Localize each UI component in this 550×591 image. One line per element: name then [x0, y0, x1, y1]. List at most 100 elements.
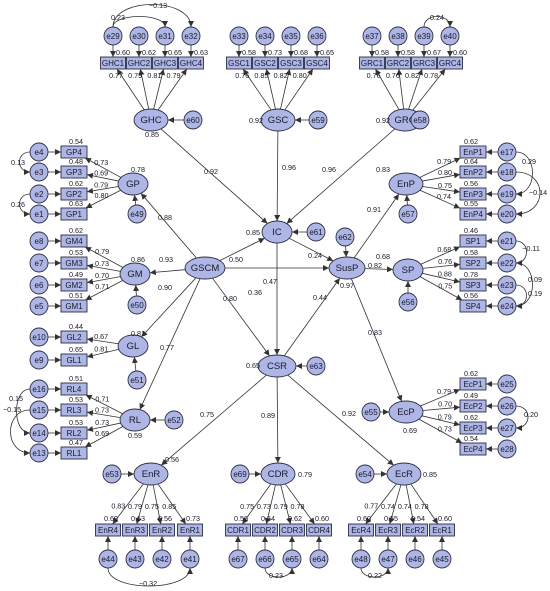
path-gscm-to-ic [219, 237, 265, 261]
node-cdr: CDR [260, 462, 296, 486]
node-label: SP1 [465, 237, 481, 246]
loading-path-enp3 [422, 186, 461, 195]
error-term-circle [29, 296, 49, 316]
node-enp4: EnP4 [459, 207, 487, 221]
loading-path-gm3 [86, 263, 121, 272]
indicator-box [304, 56, 330, 70]
indicator-box [178, 56, 204, 70]
node-gm2: GM2 [60, 278, 88, 292]
path-gsc-to-ic [274, 130, 281, 222]
error-term-circle [306, 356, 326, 376]
node-label: GSCM [191, 263, 220, 274]
loading-path-enp1 [419, 157, 461, 178]
node-e20: e20 [497, 204, 517, 224]
loading-path-sp4 [419, 276, 463, 301]
indicator-r-squared: 0.56 [234, 514, 248, 523]
factor-loading: 0.79 [94, 180, 108, 189]
indicator-r-squared: 0.65 [320, 48, 334, 57]
node-label: e64 [312, 555, 326, 564]
indicator-r-squared: 0.51 [69, 374, 83, 383]
node-label: e56 [401, 298, 415, 307]
node-label: e20 [500, 210, 514, 219]
node-gsc3: GSC3 [278, 56, 304, 70]
node-label: GRC2 [387, 59, 410, 68]
loading-path-enr1 [157, 483, 187, 525]
loading-path-ecr1 [410, 483, 439, 525]
error-term-circle [309, 549, 329, 569]
node-ecr4: EcR4 [348, 523, 374, 537]
node-ecp1: EcP1 [459, 377, 487, 391]
error-term-circle [228, 549, 248, 569]
error-term-circle [405, 549, 425, 569]
node-label: GM2 [65, 281, 83, 290]
node-gp2: GP2 [60, 187, 88, 201]
node-label: GP [126, 179, 140, 190]
path-susp-to-enp [353, 193, 400, 259]
loading-path-sp1 [420, 246, 461, 265]
node-e58: e58 [410, 110, 430, 130]
covariance-value: 0.19 [528, 289, 542, 298]
node-gscm: GSCM [184, 256, 226, 280]
node-e35: e35 [281, 26, 301, 46]
factor-loading: 0.79 [274, 502, 288, 511]
indicator-r-squared: 0.56 [464, 291, 478, 300]
node-label: GL2 [66, 333, 82, 342]
indicator-r-squared: 0.44 [69, 322, 83, 331]
factor-loading: 0.85 [254, 71, 268, 80]
node-e28: e28 [497, 439, 517, 459]
factor-loading: 0.74 [381, 502, 395, 511]
loading-path-ghc2 [138, 68, 150, 110]
node-e25: e25 [497, 374, 517, 394]
node-e65: e65 [282, 549, 302, 569]
path-susp-to-ecp [351, 278, 403, 402]
node-label: EcP2 [463, 402, 483, 411]
node-enr4: EnR4 [95, 523, 121, 537]
node-label: e53 [105, 470, 119, 479]
node-label: e30 [132, 32, 146, 41]
error-term-circle [129, 26, 149, 46]
factor-loading: 0.76 [235, 71, 249, 80]
latent-ellipse [119, 262, 151, 286]
node-label: e26 [500, 402, 514, 411]
factor-loading: 0.77 [109, 71, 123, 80]
loading-path-ecp1 [420, 388, 461, 407]
path-coefficient: 0.96 [282, 163, 296, 172]
indicator-r-squared: 0.58 [375, 48, 389, 57]
error-term-circle [181, 26, 201, 46]
r-squared-value: 0.85 [423, 470, 437, 479]
covariance-value: −0.11 [522, 244, 540, 253]
node-label: e31 [158, 32, 172, 41]
error-term-circle [29, 275, 49, 295]
indicator-box [95, 523, 121, 537]
node-cdr4: CDR4 [306, 523, 332, 537]
indicator-box [60, 145, 88, 159]
node-grc1: GRC1 [359, 56, 385, 70]
node-label: e13 [32, 449, 46, 458]
node-label: RL3 [67, 406, 82, 415]
covariance-e15-e13 [10, 406, 37, 456]
r-squared-value: 0.85 [145, 130, 159, 139]
node-label: e69 [233, 470, 247, 479]
indicator-box [60, 278, 88, 292]
node-ghc4: GHC4 [178, 56, 204, 70]
node-label: e55 [364, 408, 378, 417]
path-coefficient: 0.36 [248, 288, 262, 297]
indicator-box [122, 523, 148, 537]
path-gscm-to-gm [149, 269, 186, 276]
node-sp: SP [392, 258, 424, 282]
indicator-r-squared: 0.63 [131, 514, 145, 523]
error-term-circle [410, 110, 430, 130]
covariance-layer [10, 4, 541, 587]
factor-loading: 0.68 [437, 245, 451, 254]
indicator-r-squared: 0.60 [453, 48, 467, 57]
path-coefficient: 0.96 [322, 165, 336, 174]
node-e46: e46 [405, 549, 425, 569]
edge-layer [48, 45, 498, 550]
error-term-circle [497, 142, 517, 162]
error-term-circle [282, 549, 302, 569]
factor-loading: 0.69 [95, 429, 109, 438]
indicator-r-squared: 0.63 [194, 48, 208, 57]
r-squared-value: 0.85 [246, 228, 260, 237]
node-rl4: RL4 [60, 382, 88, 396]
indicator-box [385, 56, 411, 70]
